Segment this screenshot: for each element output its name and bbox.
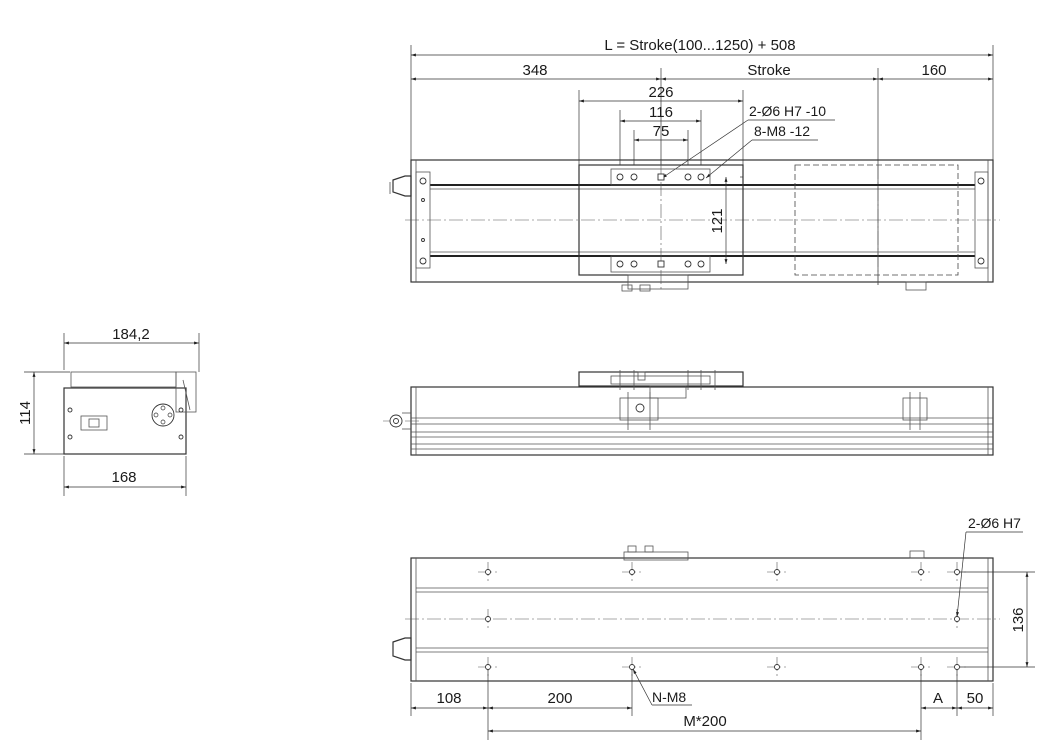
bottom-view: 2-Ø6 H7 136 108 200 A 50 M*200 N-M8: [392, 515, 1035, 740]
right-offset-label: 160: [921, 62, 946, 79]
n-m8-label: N-M8: [652, 689, 686, 705]
dim-108-label: 108: [436, 690, 461, 707]
connector-port-icon: [80, 415, 108, 431]
dim-136-label: 136: [1010, 607, 1027, 632]
left-offset-label: 348: [522, 62, 547, 79]
dim-226-label: 226: [648, 84, 673, 101]
threaded-holes-label: 8-M8 -12: [754, 123, 810, 139]
stroke-label: Stroke: [747, 62, 790, 79]
dim-a-label: A: [933, 690, 943, 707]
dim-121-label: 121: [709, 208, 726, 233]
pin-holes-bottom-label: 2-Ø6 H7: [968, 515, 1021, 531]
connector-icon: [392, 175, 412, 197]
end-cap-body: [63, 387, 187, 455]
actuator-body-top: [410, 159, 994, 283]
actuator-body-front: [410, 386, 994, 456]
dim-50-label: 50: [967, 690, 984, 707]
actuator-body-bottom: [410, 557, 994, 682]
m-200-label: M*200: [683, 713, 726, 730]
motor-flange-icon: [151, 403, 175, 427]
carriage-end-position: [794, 164, 959, 276]
connector-bottom-icon: [392, 637, 412, 661]
end-view: 184,2 114 168: [17, 326, 200, 496]
dim-75-label: 75: [653, 123, 670, 140]
height-114-label: 114: [17, 401, 34, 425]
front-view: [383, 370, 994, 456]
width-168-label: 168: [111, 469, 136, 486]
pin-holes-top-label: 2-Ø6 H7 -10: [749, 103, 826, 119]
total-length-label: L = Stroke(100...1250) + 508: [604, 37, 795, 54]
dim-200-label: 200: [547, 690, 572, 707]
top-view: L = Stroke(100...1250) + 508 348 Stroke …: [389, 37, 1000, 292]
width-184-label: 184,2: [112, 326, 150, 343]
dim-116-label: 116: [649, 104, 673, 121]
